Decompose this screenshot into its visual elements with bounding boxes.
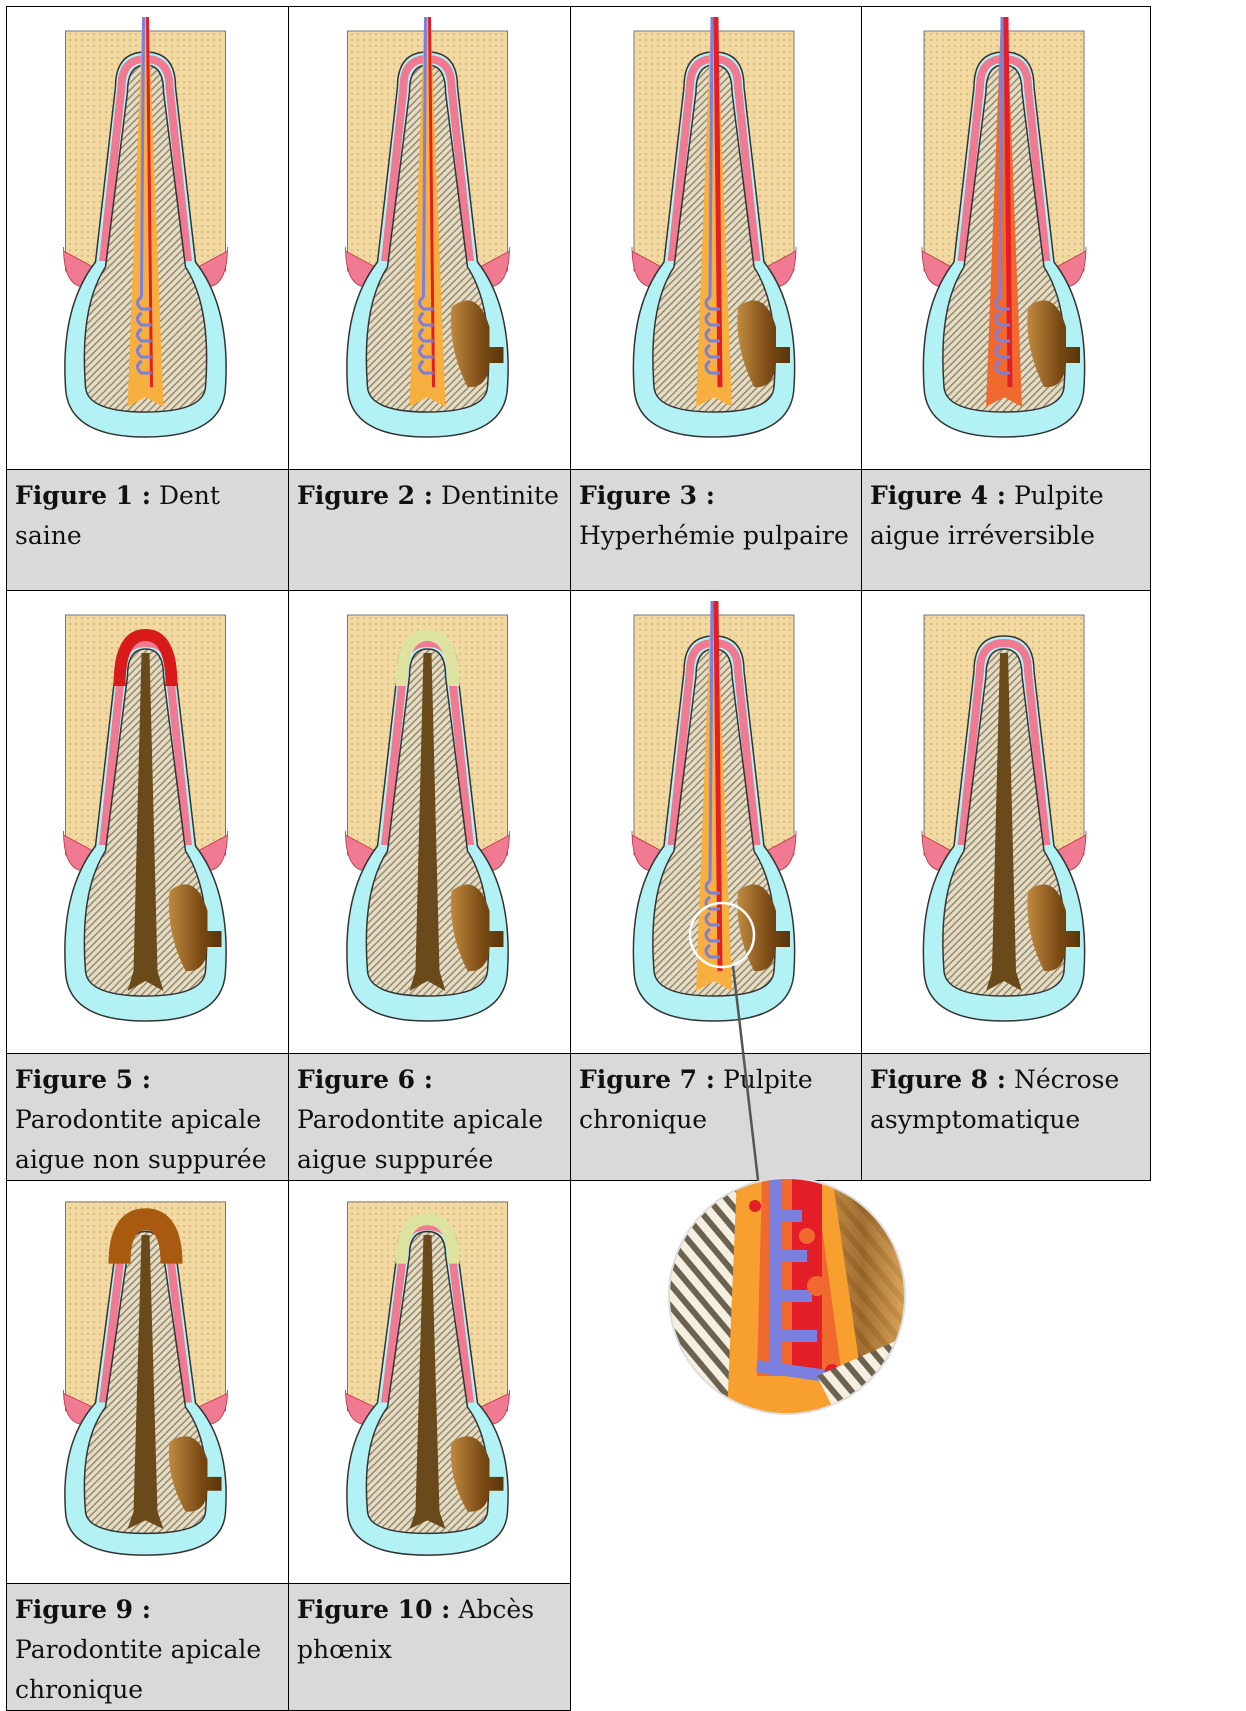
- figure-number: Figure 3 :: [579, 481, 715, 510]
- tooth-group: [346, 17, 510, 437]
- tooth-diagram-dentinite: [289, 7, 570, 469]
- figure-3-image: [571, 7, 862, 470]
- vein: [1000, 17, 1002, 297]
- figure-6-image: [289, 591, 571, 1054]
- figure-title: Parodontite apicale aigue non suppurée: [15, 1105, 267, 1174]
- tooth-group: [64, 17, 228, 437]
- figure-number: Figure 9 :: [15, 1595, 151, 1624]
- vein: [142, 17, 144, 297]
- tooth-diagram-necrosis: [862, 591, 1150, 1053]
- figure-10-caption: Figure 10 : Abcès phœnix: [289, 1584, 571, 1711]
- figure-9-image: [7, 1181, 289, 1584]
- tooth-diagram-phoenix-abscess: [289, 1181, 570, 1583]
- figure-number: Figure 8 :: [870, 1065, 1006, 1094]
- figure-4-caption: Figure 4 : Pulpite aigue irréversible: [862, 470, 1151, 591]
- tooth-group: [64, 1202, 228, 1555]
- figure-3-caption: Figure 3 : Hyperhémie pulpaire: [571, 470, 862, 591]
- figure-9-caption: Figure 9 : Parodontite apicale chronique: [7, 1584, 289, 1711]
- tooth-diagram-chronic-apical: [7, 1181, 288, 1583]
- figure-number: Figure 6 :: [297, 1065, 433, 1094]
- figure-5-caption: Figure 5 : Parodontite apicale aigue non…: [7, 1054, 289, 1181]
- figure-table: Figure 1 : Dent saine Figure 2 : Dentini…: [6, 6, 1151, 1711]
- figure-7-image: [571, 591, 862, 1054]
- figure-8-image: [862, 591, 1151, 1054]
- tooth-group: [64, 615, 228, 1021]
- figure-1-caption: Figure 1 : Dent saine: [7, 470, 289, 591]
- figure-5-image: [7, 591, 289, 1054]
- vein: [710, 17, 712, 297]
- figure-2-image: [289, 7, 571, 470]
- figure-4-image: [862, 7, 1151, 470]
- figure-7-caption: Figure 7 : Pulpite chronique: [571, 1054, 862, 1181]
- tooth-diagram-pulpitis: [862, 7, 1150, 469]
- figure-title: Parodontite apicale chronique: [15, 1635, 261, 1704]
- vein: [424, 17, 426, 297]
- figure-1-image: [7, 7, 289, 470]
- tooth-diagram-hyperemia: [571, 7, 861, 469]
- figure-6-caption: Figure 6 : Parodontite apicale aigue sup…: [289, 1054, 571, 1181]
- tooth-diagram-chronic-pulpitis: [571, 591, 861, 1053]
- figure-number: Figure 7 :: [579, 1065, 715, 1094]
- tooth-group: [632, 17, 796, 437]
- figure-8-caption: Figure 8 : Nécrose asymptomatique: [862, 1054, 1151, 1181]
- figure-number: Figure 1 :: [15, 481, 151, 510]
- figure-10-image: [289, 1181, 571, 1584]
- tooth-group: [922, 17, 1086, 437]
- figure-2-caption: Figure 2 : Dentinite: [289, 470, 571, 591]
- apex-zoom-inset: [667, 1176, 907, 1416]
- figure-number: Figure 5 :: [15, 1065, 151, 1094]
- tooth-group: [346, 1202, 510, 1555]
- figure-title: Dentinite: [441, 481, 559, 510]
- tooth-diagram-acute-apical: [7, 591, 288, 1053]
- tooth-diagram-healthy: [7, 7, 288, 469]
- figure-number: Figure 4 :: [870, 481, 1006, 510]
- figure-title: Parodontite apicale aigue suppurée: [297, 1105, 543, 1174]
- tooth-group: [346, 615, 510, 1021]
- figure-number: Figure 10 :: [297, 1595, 450, 1624]
- figure-title: Hyperhémie pulpaire: [579, 521, 849, 550]
- tooth-diagram-suppurative: [289, 591, 570, 1053]
- vein: [710, 601, 712, 881]
- tooth-group: [922, 615, 1086, 1021]
- figure-number: Figure 2 :: [297, 481, 433, 510]
- tooth-group: [632, 601, 796, 1021]
